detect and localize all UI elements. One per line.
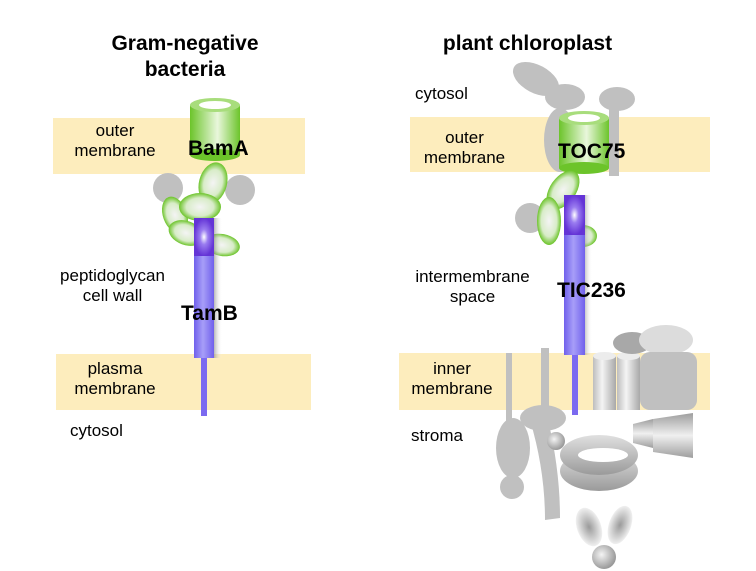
tic-large-block xyxy=(640,352,697,410)
stromal-ellipse xyxy=(607,505,633,545)
stromal-ball xyxy=(592,545,616,569)
stromal-ball xyxy=(547,432,565,450)
tic236-label: TIC236 xyxy=(557,279,626,302)
stromal-ellipse xyxy=(575,507,603,547)
tamb-label: TamB xyxy=(181,302,238,325)
toc-complex xyxy=(512,61,635,247)
ftsh-funnel xyxy=(633,419,653,448)
label-line: membrane xyxy=(411,379,493,398)
title-line: Gram-negative xyxy=(111,32,259,55)
tamb-transmembrane-anchor xyxy=(201,358,207,416)
tic236-head xyxy=(564,195,585,235)
label-line: plasma xyxy=(87,359,143,378)
outer-membrane-band xyxy=(53,118,305,174)
label-line: space xyxy=(449,287,496,306)
plasma-membrane-band xyxy=(56,354,311,410)
tic-rod xyxy=(506,353,512,423)
left-title: Gram-negative bacteria xyxy=(70,31,300,83)
toc34-anchor xyxy=(609,103,619,176)
stromal-subunit xyxy=(500,475,524,499)
right-title: plant chloroplast xyxy=(442,32,613,55)
label-line: outer xyxy=(95,121,135,140)
intermembrane-space-label: intermembrane space xyxy=(400,267,545,307)
title-line: bacteria xyxy=(144,58,226,81)
plasma-membrane-label: plasma membrane xyxy=(65,359,165,399)
tic236-transmembrane-anchor xyxy=(572,355,578,415)
tic-cylinder xyxy=(617,356,640,410)
label-line: outer xyxy=(445,128,484,147)
tic-cylinder xyxy=(593,356,616,410)
cytosol-label: cytosol xyxy=(415,84,468,103)
cytosol-label: cytosol xyxy=(70,421,123,440)
bama-barrel xyxy=(190,105,240,155)
label-line: peptidoglycan xyxy=(60,266,165,285)
label-line: inner xyxy=(433,359,471,378)
potra-domain xyxy=(537,197,561,245)
peptidoglycan-label: peptidoglycan cell wall xyxy=(45,266,180,306)
toc34-receptor xyxy=(599,87,635,111)
tic-cylinder-top xyxy=(617,352,640,360)
toc159-receptor xyxy=(545,84,585,110)
tic-complex xyxy=(496,325,697,569)
tamb-protein xyxy=(194,218,222,416)
bama-barrel-opening xyxy=(199,101,231,109)
toc159-receptor xyxy=(512,61,560,97)
toc75-label: TOC75 xyxy=(558,140,626,163)
inner-membrane-label: inner membrane xyxy=(402,359,502,399)
toc75-barrel-opening xyxy=(568,114,600,122)
bama-label: BamA xyxy=(188,137,249,160)
gray-subunit-left xyxy=(153,173,183,203)
label-line: membrane xyxy=(423,148,506,167)
tamb-head xyxy=(194,218,214,256)
tic-light-subunit xyxy=(639,325,693,355)
chaperone-ring-hole xyxy=(578,448,628,462)
potra-domain xyxy=(179,193,221,221)
outer-membrane-label: outer membrane xyxy=(412,128,517,168)
label-line: membrane xyxy=(74,141,156,160)
toc75-barrel xyxy=(559,118,609,168)
label-line: membrane xyxy=(74,379,156,398)
label-line: cell wall xyxy=(82,286,143,305)
outer-membrane-label: outer membrane xyxy=(60,121,170,161)
stromal-subunit xyxy=(496,418,530,478)
tic-rod xyxy=(541,348,549,418)
gray-subunit-right xyxy=(225,175,255,205)
bama-barrel-bottom xyxy=(190,149,240,161)
tic-cylinder-top xyxy=(593,352,616,360)
tic236-protein xyxy=(564,195,592,415)
potra-domain xyxy=(198,162,228,204)
stroma-label: stroma xyxy=(411,426,463,445)
ftsh-funnel xyxy=(653,413,693,458)
label-line: intermembrane xyxy=(415,267,530,286)
